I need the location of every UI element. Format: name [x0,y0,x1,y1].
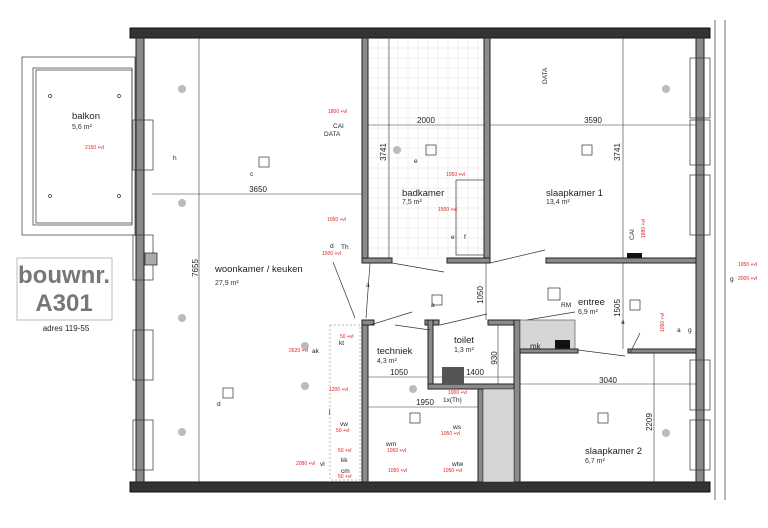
height-annotation: 1050 +vl [387,448,406,454]
room-name-techniek: techniek [377,346,413,357]
vl-label: vl [320,461,325,468]
symbol-d: d [330,243,334,250]
height-annotation: 1880 +vl [641,219,647,238]
dimension-label: 7655 [191,259,200,277]
height-annotation: 1050 +vl [660,313,666,332]
dimension-label: 3650 [249,185,267,194]
dimension-label: 1950 [416,398,434,407]
ak-label: ak [312,348,320,355]
dimension-label: 3741 [613,143,622,161]
height-annotation: 50 +vl [336,428,349,434]
symbol-a: a [621,319,625,326]
dimension-label: 1050 [390,368,408,377]
height-annotation: 1800 +vl [328,109,347,115]
room-area-slaapkamer-2: 6,7 m² [585,458,606,465]
dimension-label: 1400 [466,368,484,377]
symbol-e: e [451,234,455,241]
symbol-c: c [250,171,254,178]
cai-label: CAI [333,123,344,130]
vw-label: vw [340,421,348,428]
room-area-entree: 6,9 m² [578,309,599,316]
symbol-a: a [366,282,370,289]
dimension-label: 3741 [379,143,388,161]
height-annotation: 1050 +vl [441,431,460,437]
exterior-wall-left [135,37,145,483]
room-area-techniek: 4,3 m² [377,358,398,365]
wm-label: wm [385,441,396,448]
doors [332,249,641,357]
balcony [21,56,136,236]
dimension-label: 1505 [613,299,622,317]
height-annotation: 2080 +vl [296,461,315,467]
wtw-label: wtw [451,461,464,468]
height-annotation: 1050 +vl [443,468,462,474]
ws-label: ws [452,424,462,431]
data-label: DATA [542,67,549,84]
symbol-j: j [328,408,330,415]
kt-label: kt [339,340,344,347]
height-annotation: 2000 +vl [738,276,757,282]
height-annotation: 1050 +vl [738,262,757,268]
height-annotation: 1050 +vl [446,172,465,178]
height-annotation: 2620 +vl [289,348,308,354]
dimension-label: 3590 [584,116,602,125]
room-name-slaapkamer-1: slaapkamer 1 [546,188,603,199]
dimension-label: 2000 [417,116,435,125]
height-annotation: 1500 +vl [322,251,341,257]
dimension-label: 930 [490,351,499,365]
height-annotation: 50 +vl [338,448,351,454]
height-annotation: 1900 +vl [448,390,467,396]
windows [132,57,711,471]
room-area-balkon: 5,6 m² [72,124,93,131]
height-annotation: 50 +vl [338,474,351,480]
height-annotation: 50 +vl [340,334,353,340]
symbol-f: f [464,234,466,241]
interior-walls [361,37,697,483]
fixtures [178,85,670,481]
data-label: DATA [324,131,341,138]
symbol-g: g [688,327,692,334]
dimension-label: 1050 [476,286,485,304]
exterior-wall-top [129,27,711,39]
room-name-slaapkamer-2: slaapkamer 2 [585,446,642,457]
exterior-wall-bottom [129,481,711,493]
stamp-label: bouwnr. [18,262,110,289]
room-area-badkamer: 7,5 m² [402,199,423,206]
room-area-slaapkamer-1: 13,4 m² [546,199,570,206]
thermostat-label: Th [341,244,349,251]
symbol-e: e [414,158,418,165]
symbol-d: d [217,401,221,408]
symbol-g: g [730,276,734,283]
building-number-stamp: bouwnr. A301 adres 119-55 [16,257,113,333]
rm-label: RM [561,302,571,309]
room-area-woonkamer: 27,9 m² [215,280,239,287]
height-annotation: 1050 +vl [388,468,407,474]
stamp-number: A301 [35,290,92,317]
room-name-entree: entree [578,297,605,308]
room-area-toilet: 1,3 m² [454,347,475,354]
height-annotation: 1050 +vl [327,217,346,223]
thermostat-label: 1x(Th) [443,397,462,404]
cm-label: cm [341,468,350,475]
room-name-woonkamer: woonkamer / keuken [214,264,303,275]
room-name-toilet: toilet [454,335,474,346]
symbol-h: h [173,155,177,162]
symbol-a: a [677,327,681,334]
height-annotation: 1200 +vl [329,387,348,393]
height-annotation: 1500 +vl [438,207,457,213]
room-name-balkon: balkon [72,111,100,122]
exterior-wall-right [695,37,705,483]
dimension-lines [152,38,696,482]
dimension-label: 3040 [599,376,617,385]
stamp-address: adres 119-55 [43,324,90,333]
kk-label: kk [341,457,348,464]
cai-label: CAI [629,229,636,240]
room-name-badkamer: badkamer [402,188,444,199]
dimension-label: 2209 [645,413,654,431]
mk-label: mk [530,342,542,351]
symbol-a: a [431,302,435,309]
height-annotation: 2150 +vl [85,145,104,151]
